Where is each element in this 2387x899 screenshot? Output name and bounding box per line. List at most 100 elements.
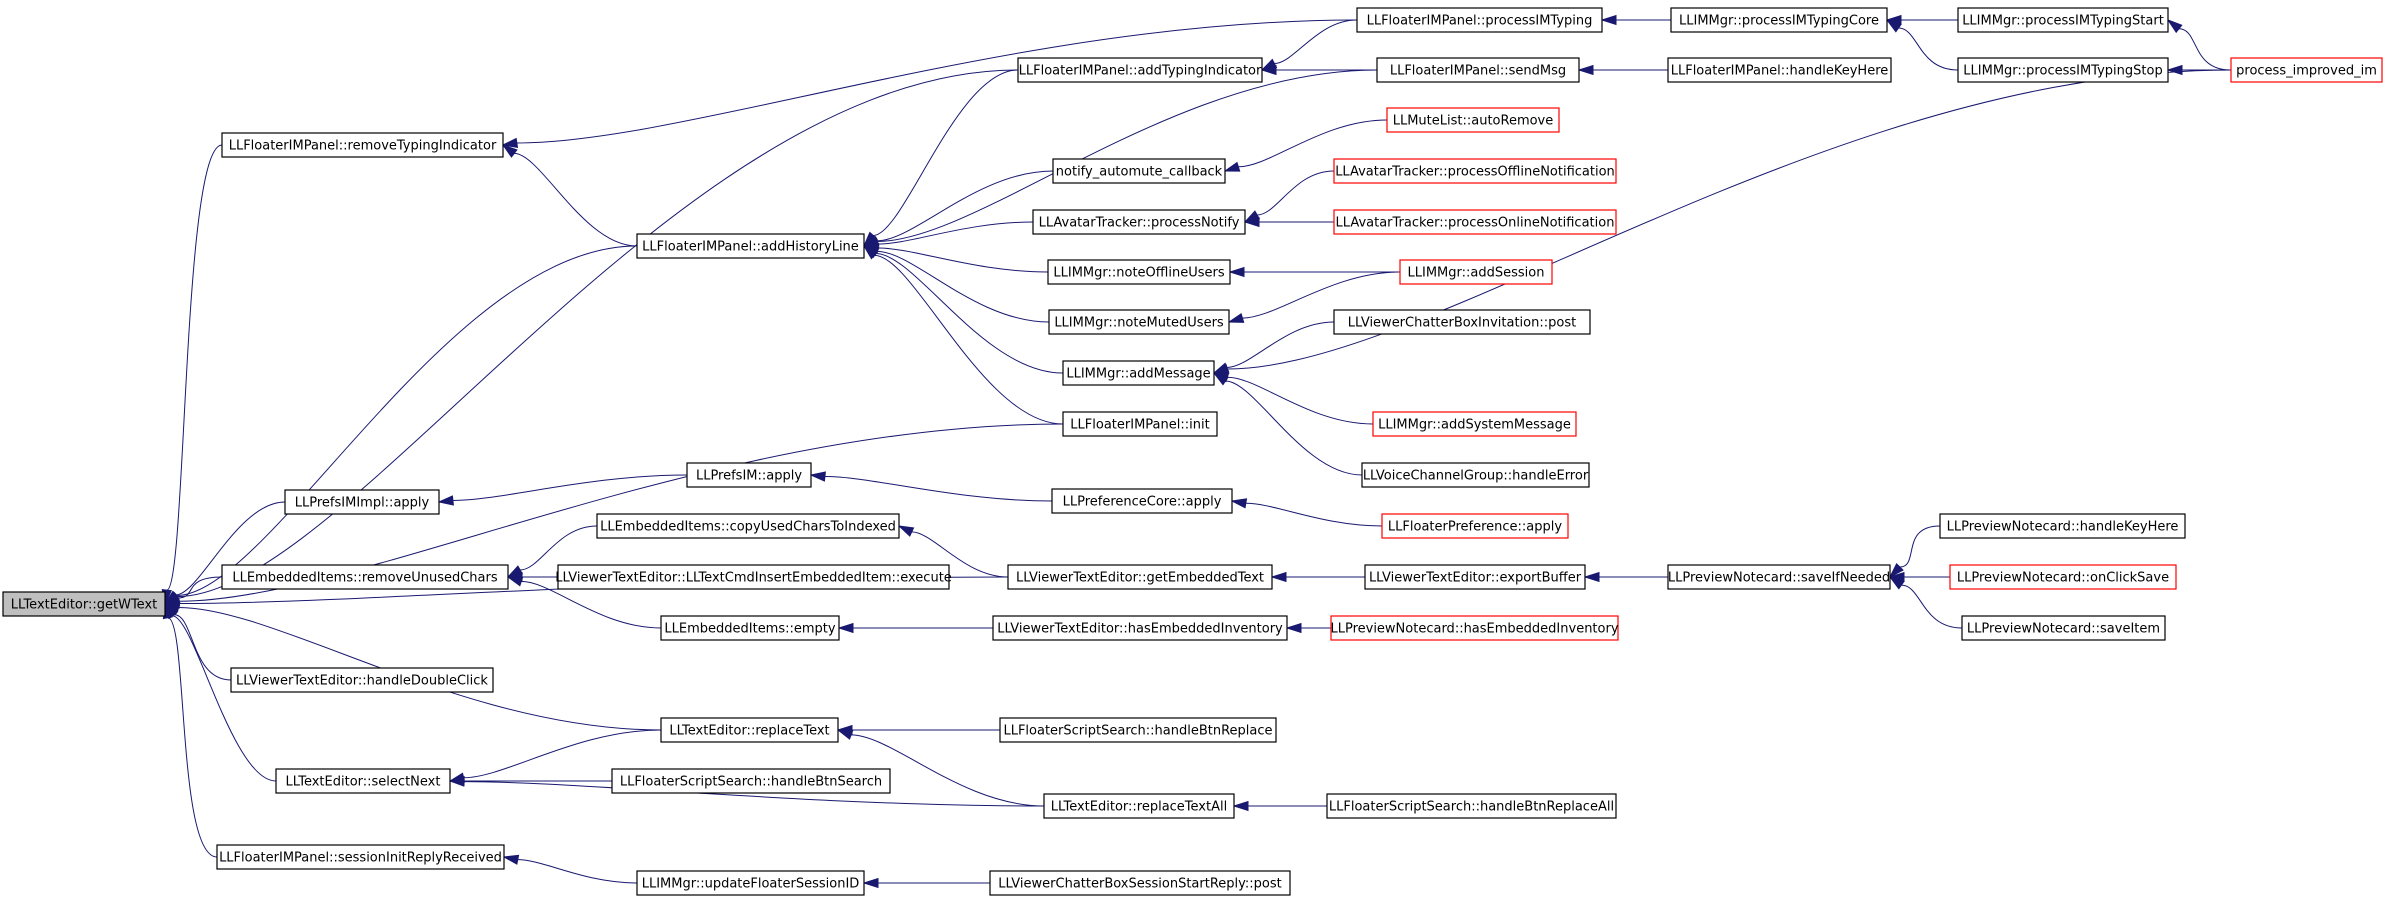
node-addMessage[interactable]: LLIMMgr::addMessage <box>1062 360 1215 386</box>
node-replaceText[interactable]: LLTextEditor::replaceText <box>660 717 839 743</box>
node-box <box>1052 158 1226 184</box>
edge-arrowhead <box>1227 312 1245 323</box>
node-label: LLIMMgr::addSession <box>1408 266 1545 281</box>
node-preferenceCoreApply[interactable]: LLPreferenceCore::apply <box>1051 488 1233 514</box>
node-processOnlineNotification[interactable]: LLAvatarTracker::processOnlineNotificati… <box>1333 209 1617 235</box>
edge-line <box>463 729 662 779</box>
edge-addSession-to-noteOfflineUsers <box>1228 266 1400 278</box>
node-box <box>1017 57 1263 83</box>
node-floaterIMInit[interactable]: LLFloaterIMPanel::init <box>1062 411 1218 437</box>
node-exportBuffer[interactable]: LLViewerTextEditor::exportBuffer <box>1364 564 1586 590</box>
node-imMgrProcessIMTypingCore[interactable]: LLIMMgr::processIMTypingCore <box>1670 7 1888 33</box>
edge-arrowhead <box>897 525 915 537</box>
node-box <box>636 870 865 896</box>
node-sessionStartReplyPost[interactable]: LLViewerChatterBoxSessionStartReply::pos… <box>989 870 1291 896</box>
node-sendMsg[interactable]: LLFloaterIMPanel::sendMsg <box>1376 57 1580 83</box>
edge-saveIfNeeded-to-exportBuffer <box>1583 571 1668 583</box>
node-previewHasEmbeddedInventory[interactable]: LLPreviewNotecard::hasEmbeddedInventory <box>1330 615 1619 641</box>
edge-arrowhead <box>502 854 520 865</box>
node-previewSaveItem[interactable]: LLPreviewNotecard::saveItem <box>1961 615 2166 641</box>
node-label: LLFloaterIMPanel::addHistoryLine <box>642 240 859 255</box>
node-noteOfflineUsers[interactable]: LLIMMgr::noteOfflineUsers <box>1047 259 1231 285</box>
node-addTypingIndicator[interactable]: LLFloaterIMPanel::addTypingIndicator <box>1017 57 1263 83</box>
edge-arrowhead <box>506 576 524 587</box>
node-processOfflineNotification[interactable]: LLAvatarTracker::processOfflineNotificat… <box>1333 158 1617 184</box>
node-box <box>1032 209 1246 235</box>
node-replaceTextAll[interactable]: LLTextEditor::replaceTextAll <box>1043 793 1235 819</box>
node-label: LLFloaterIMPanel::sessionInitReplyReceiv… <box>219 851 502 866</box>
node-box <box>1386 107 1560 133</box>
node-floaterPreferenceApply[interactable]: LLFloaterPreference::apply <box>1381 513 1569 539</box>
edge-line <box>516 19 1358 144</box>
node-box <box>1043 793 1235 819</box>
node-addSystemMessage[interactable]: LLIMMgr::addSystemMessage <box>1372 411 1577 437</box>
node-cmdInsertExecute[interactable]: LLViewerTextEditor::LLTextCmdInsertEmbed… <box>555 564 952 590</box>
node-label: LLPreviewNotecard::onClickSave <box>1957 571 2169 586</box>
edge-replaceTextAll-to-replaceText <box>836 729 1045 807</box>
node-scriptHandleBtnReplace[interactable]: LLFloaterScriptSearch::handleBtnReplace <box>999 717 1277 743</box>
node-previewHandleKeyHere[interactable]: LLPreviewNotecard::handleKeyHere <box>1939 513 2186 539</box>
node-selectNext[interactable]: LLTextEditor::selectNext <box>275 768 451 794</box>
node-processImprovedIm[interactable]: process_improved_im <box>2230 57 2383 83</box>
node-removeUnusedChars[interactable]: LLEmbeddedItems::removeUnusedChars <box>221 564 509 590</box>
node-chatterBoxInvitationPost[interactable]: LLViewerChatterBoxInvitation::post <box>1333 309 1591 335</box>
edge-line <box>851 734 1045 807</box>
edge-line <box>178 423 1064 602</box>
node-notifyAutomute[interactable]: notify_automute_callback <box>1052 158 1226 184</box>
node-label: LLTextEditor::replaceText <box>669 724 829 739</box>
node-scriptHandleBtnReplaceAll[interactable]: LLFloaterScriptSearch::handleBtnReplaceA… <box>1326 793 1617 819</box>
node-addHistoryLine[interactable]: LLFloaterIMPanel::addHistoryLine <box>636 233 865 259</box>
node-hasEmbeddedInventory[interactable]: LLViewerTextEditor::hasEmbeddedInventory <box>992 615 1288 641</box>
node-label: notify_automute_callback <box>1056 165 1223 180</box>
edge-arrowhead <box>1228 266 1245 278</box>
node-handleDoubleClick[interactable]: LLViewerTextEditor::handleDoubleClick <box>230 667 494 693</box>
node-box <box>1949 564 2177 590</box>
edge-arrowhead <box>501 144 518 158</box>
node-box <box>596 513 900 539</box>
node-processIMTyping[interactable]: LLFloaterIMPanel::processIMTyping <box>1356 7 1603 33</box>
node-voiceHandleError[interactable]: LLVoiceChannelGroup::handleError <box>1361 462 1590 488</box>
node-box <box>999 717 1277 743</box>
edge-line <box>1898 27 1959 71</box>
node-addSession[interactable]: LLIMMgr::addSession <box>1399 259 1553 285</box>
edge-arrowhead <box>501 137 519 149</box>
node-avatarProcessNotify[interactable]: LLAvatarTracker::processNotify <box>1032 209 1246 235</box>
node-scriptHandleBtnSearch[interactable]: LLFloaterScriptSearch::handleBtnSearch <box>611 768 891 794</box>
nodes-layer: LLTextEditor::getWTextLLFloaterIMPanel::… <box>2 7 2383 896</box>
node-box <box>1381 513 1569 539</box>
node-label: LLIMMgr::addMessage <box>1066 367 1210 382</box>
node-copyUsedChars[interactable]: LLEmbeddedItems::copyUsedCharsToIndexed <box>596 513 900 539</box>
node-embeddedEmpty[interactable]: LLEmbeddedItems::empty <box>660 615 840 641</box>
edge-addTypingIndicator-to-addHistoryLine <box>862 69 1019 248</box>
node-prefsIMImplApply[interactable]: LLPrefsIMImpl::apply <box>284 489 440 515</box>
node-muteAutoRemove[interactable]: LLMuteList::autoRemove <box>1386 107 1560 133</box>
node-updateFloaterSessionID[interactable]: LLIMMgr::updateFloaterSessionID <box>636 870 865 896</box>
node-label: LLTextEditor::replaceTextAll <box>1051 800 1227 815</box>
edge-line <box>177 576 223 599</box>
node-imMgrProcessIMTypingStop[interactable]: LLIMMgr::processIMTypingStop <box>1957 57 2169 83</box>
edge-scriptHandleBtnReplaceAll-to-replaceTextAll <box>1232 800 1327 812</box>
node-prefsIMApply[interactable]: LLPrefsIM::apply <box>686 462 812 488</box>
node-getEmbeddedText[interactable]: LLViewerTextEditor::getEmbeddedText <box>1007 564 1273 590</box>
node-box <box>1961 615 2166 641</box>
node-sessionInitReplyReceived[interactable]: LLFloaterIMPanel::sessionInitReplyReceiv… <box>216 844 505 870</box>
node-label: LLAvatarTracker::processOfflineNotificat… <box>1335 165 1615 180</box>
edge-line <box>1226 321 1335 369</box>
edge-line <box>877 69 1378 242</box>
node-label: LLAvatarTracker::processOnlineNotificati… <box>1336 216 1615 231</box>
node-label: LLViewerTextEditor::hasEmbeddedInventory <box>997 622 1283 637</box>
node-saveIfNeeded[interactable]: LLPreviewNotecard::saveIfNeeded <box>1667 564 1891 590</box>
node-floaterHandleKeyHere[interactable]: LLFloaterIMPanel::handleKeyHere <box>1667 57 1892 83</box>
node-getWText[interactable]: LLTextEditor::getWText <box>2 591 166 617</box>
node-label: LLFloaterIMPanel::init <box>1070 418 1209 433</box>
node-label: LLViewerTextEditor::getEmbeddedText <box>1016 571 1264 586</box>
node-noteMutedUsers[interactable]: LLIMMgr::noteMutedUsers <box>1048 309 1230 335</box>
node-box <box>1939 513 2186 539</box>
edge-exportBuffer-to-getEmbeddedText <box>1270 571 1365 583</box>
node-imMgrProcessIMTypingStart[interactable]: LLIMMgr::processIMTypingStart <box>1957 7 2169 33</box>
node-removeTypingIndicator[interactable]: LLFloaterIMPanel::removeTypingIndicator <box>221 132 504 158</box>
node-box <box>1062 360 1215 386</box>
node-previewOnClickSave[interactable]: LLPreviewNotecard::onClickSave <box>1949 564 2177 590</box>
edge-imMgrProcessIMTypingStop-to-imMgrProcessIMTypingCore <box>1885 19 1959 71</box>
edge-arrowhead <box>862 877 879 889</box>
